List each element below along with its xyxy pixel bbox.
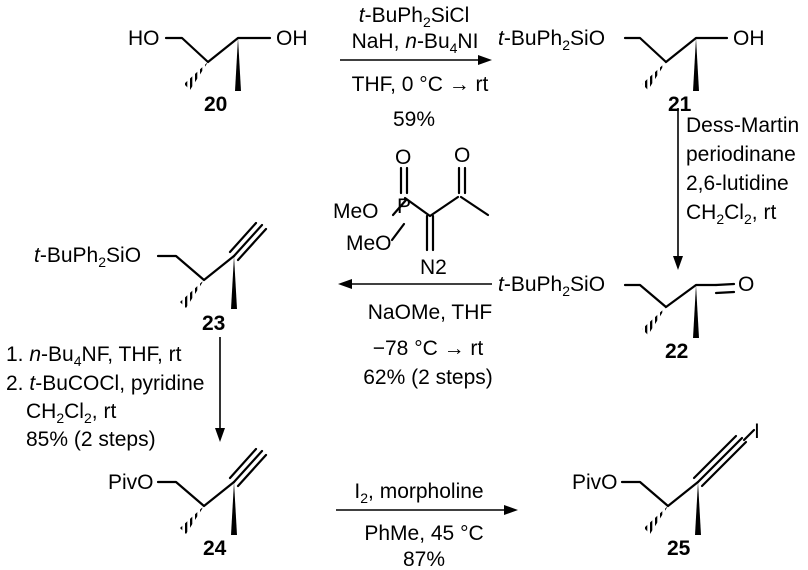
compound-20-wedge-bond — [235, 38, 241, 91]
compound-21-wedge-bond — [693, 38, 699, 91]
compound-20: HO OH 20 — [128, 27, 308, 116]
step-4-line-3: CH2Cl2, rt — [26, 400, 116, 426]
compound-25-skeleton — [620, 480, 700, 508]
carbon-iodine-bond — [742, 428, 756, 442]
hydroxyl-label: OH — [733, 27, 765, 50]
compound-24-wedge-bond — [231, 482, 237, 535]
compound-25: PivO I 25 — [572, 420, 760, 560]
reagent-line: t-BuPh2SiCl — [359, 4, 470, 30]
alkyne-triple-bond — [228, 221, 268, 262]
arrow-step-1 — [340, 55, 492, 65]
conditions-step-5: I2, morpholine PhMe, 45 °C 87% — [354, 480, 483, 570]
reagent-line: NaH, n-Bu4NI — [352, 30, 479, 56]
compound-25-hashed-bond — [644, 506, 668, 534]
reagent-line: I2, morpholine — [354, 480, 483, 506]
compound-25-number: 25 — [667, 537, 691, 560]
reagent-line: NaOMe, THF — [368, 301, 492, 324]
silyl-ether-label: t-BuPh2SiO — [498, 27, 605, 53]
compound-24-skeleton — [156, 480, 236, 508]
conditions-line: THF, 0 °C → rt — [352, 73, 489, 96]
compound-22-skeleton — [623, 283, 718, 309]
aldehyde-double-bond — [714, 282, 736, 295]
reagent-line: Dess-Martin — [686, 114, 799, 137]
reagent-bonds — [390, 166, 490, 252]
conditions-line: PhMe, 45 °C — [364, 522, 483, 545]
reagent-line: 2,6-lutidine — [686, 172, 789, 195]
arrow-step-2 — [673, 108, 683, 270]
conditions-step-2: Dess-Martin periodinane 2,6-lutidine CH2… — [686, 114, 799, 227]
compound-21-hashed-bond — [642, 62, 666, 90]
compound-22-wedge-bond — [693, 285, 699, 338]
arrow-step-5 — [336, 505, 518, 515]
silyl-ether-label: t-BuPh2SiO — [498, 273, 605, 299]
ketone-oxygen-label: O — [454, 144, 470, 167]
compound-22: t-BuPh2SiO O 22 — [498, 273, 754, 363]
methoxy-label-2: MeO — [346, 232, 392, 255]
compound-20-skeleton — [164, 36, 272, 64]
arrow-step-4 — [215, 337, 225, 442]
compound-24-number: 24 — [203, 537, 227, 560]
compound-24-hashed-bond — [180, 506, 204, 534]
iodoalkyne-triple-bond — [692, 434, 748, 488]
reagent-line: periodinane — [686, 143, 796, 166]
yield-label: 59% — [393, 108, 435, 131]
yield-label: 87% — [403, 548, 445, 570]
phosphoryl-oxygen-label: O — [395, 146, 411, 169]
conditions-step-4: 1. n-Bu4NF, THF, rt 2. t-BuCOCl, pyridin… — [6, 343, 204, 451]
conditions-line: CH2Cl2, rt — [686, 201, 776, 227]
compound-21: t-BuPh2SiO OH 21 — [498, 27, 765, 116]
pivalate-label: PivO — [572, 471, 618, 494]
hydroxyl-right-label: OH — [276, 27, 308, 50]
alkyne-triple-bond — [228, 447, 268, 488]
step-4-line-1: 1. n-Bu4NF, THF, rt — [6, 343, 182, 369]
silyl-ether-label: t-BuPh2SiO — [34, 244, 141, 270]
compound-20-hashed-bond — [184, 62, 208, 90]
compound-23-skeleton — [156, 254, 236, 282]
compound-22-hashed-bond — [642, 307, 666, 335]
step-4-line-2: 2. t-BuCOCl, pyridine — [6, 372, 204, 395]
compound-21-skeleton — [623, 36, 729, 64]
compound-23-number: 23 — [202, 312, 225, 335]
yield-label: 85% (2 steps) — [26, 428, 156, 451]
arrow-step-3 — [338, 279, 492, 289]
pivalate-label: PivO — [108, 471, 154, 494]
compound-25-wedge-bond — [695, 482, 701, 535]
diazo-label: N2 — [420, 256, 447, 279]
compound-23-hashed-bond — [180, 280, 204, 308]
methoxy-label-1: MeO — [333, 200, 379, 223]
compound-20-number: 20 — [204, 93, 227, 116]
conditions-line: −78 °C → rt — [373, 337, 484, 360]
hydroxyl-left-label: HO — [128, 27, 160, 50]
yield-label: 62% (2 steps) — [363, 366, 493, 389]
conditions-step-1: t-BuPh2SiCl NaH, n-Bu4NI THF, 0 °C → rt … — [352, 4, 489, 131]
iodine-label: I — [754, 420, 760, 443]
compound-21-number: 21 — [668, 93, 692, 116]
bestmann-ohira-reagent: O O MeO MeO N2 P — [333, 144, 490, 279]
compound-22-number: 22 — [665, 340, 688, 363]
conditions-step-3: NaOMe, THF −78 °C → rt 62% (2 steps) — [363, 301, 493, 389]
compound-23-wedge-bond — [231, 256, 237, 309]
aldehyde-oxygen-label: O — [738, 273, 754, 296]
compound-24: PivO 24 — [108, 447, 268, 560]
compound-23: t-BuPh2SiO 23 — [34, 221, 268, 335]
